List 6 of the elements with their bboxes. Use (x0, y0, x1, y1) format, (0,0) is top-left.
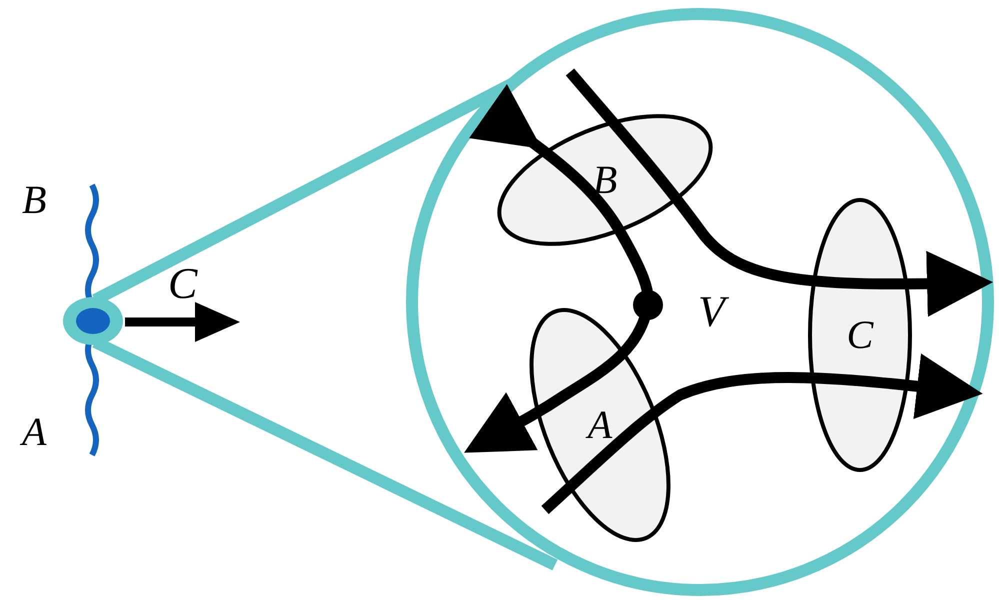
variable-label: C (168, 262, 198, 306)
region-label: A (588, 405, 612, 445)
region-label: C (846, 315, 874, 355)
region-label: B (592, 160, 618, 200)
variable-label: A (22, 412, 46, 452)
variable-label: B (22, 180, 46, 220)
